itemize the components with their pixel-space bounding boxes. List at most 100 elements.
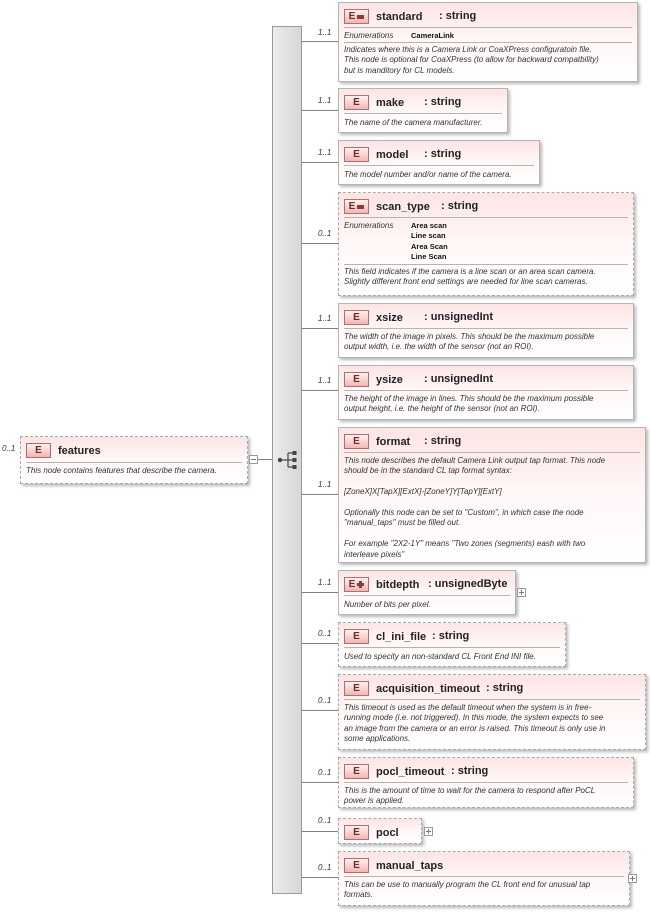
multiplicity-scan-type: 0..1	[318, 229, 332, 238]
description-line: Indicates where this is a Camera Link or…	[344, 45, 592, 54]
description-line: This node is optional for CoaXPress (to …	[344, 55, 599, 65]
element-type: : string	[424, 148, 462, 160]
element-name: standard	[376, 10, 423, 23]
element-badge-icon: E	[344, 629, 369, 644]
enumerations-label: Enumerations	[344, 221, 394, 230]
description-line: output height, i.e. the height of the se…	[344, 404, 540, 414]
multiplicity-pocl-timeout: 0..1	[318, 768, 332, 777]
element-type: : string	[424, 435, 462, 447]
element-badge-icon: E	[344, 434, 369, 449]
description-line: This node describes the default Camera L…	[344, 456, 606, 465]
element-badge-icon: E	[344, 310, 369, 325]
expand-bitdepth-icon[interactable]	[517, 588, 526, 597]
description-line: Used to specity an non-standard CL Front…	[344, 652, 536, 661]
multiplicity-acquisition-timeout: 0..1	[318, 696, 332, 705]
multiplicity-pocl: 0..1	[318, 816, 332, 825]
description-line: The height of the image in lines. This s…	[344, 394, 594, 403]
multiplicity-bitdepth: 1..1	[318, 578, 332, 587]
element-name: make	[376, 96, 405, 109]
multiplicity-cl-ini-file: 0..1	[318, 629, 332, 638]
element-format[interactable]: E format : string This node describes th…	[338, 427, 646, 563]
description-line: "manual_taps" must be filled out.	[344, 518, 461, 528]
multiplicity-ysize: 1..1	[318, 376, 332, 385]
description-line	[344, 498, 640, 508]
enum-value: Area scan	[411, 221, 447, 230]
element-name: bitdepth	[376, 578, 420, 591]
element-name: cl_ini_file	[376, 630, 427, 643]
description-line: output width, i.e. the width of the sens…	[344, 342, 534, 352]
element-name: format	[376, 435, 411, 448]
element-scan-type[interactable]: E scan_type : string Enumerations Area s…	[338, 192, 634, 296]
element-with-children-icon: E	[344, 577, 369, 592]
description-line: [ZoneX]X[TapX][ExtX]-[ZoneY]Y[TapY][ExtY…	[344, 487, 502, 497]
element-type: : string	[451, 765, 489, 777]
multiplicity-format: 1..1	[318, 480, 332, 489]
element-name: acquisition_timeout	[376, 682, 480, 695]
description-line: This can be use to manually program the …	[344, 880, 591, 889]
enum-value: CameraLink	[411, 31, 454, 40]
element-name: pocl_timeout	[376, 765, 445, 778]
element-manual-taps[interactable]: E manual_taps This can be use to manuall…	[338, 851, 630, 906]
element-name: manual_taps	[376, 859, 444, 872]
element-with-enum-icon: E	[344, 199, 369, 214]
sequence-compositor-icon	[277, 451, 297, 469]
element-pocl-timeout[interactable]: E pocl_timeout : string This is the amou…	[338, 757, 634, 808]
root-element-features[interactable]: E features This node contains features t…	[20, 436, 248, 484]
collapse-toggle-icon[interactable]	[249, 455, 258, 464]
element-type: : unsignedInt	[424, 373, 494, 385]
element-name: ysize	[376, 373, 403, 386]
description-line: This timeout is used as the default time…	[344, 703, 592, 712]
element-standard[interactable]: E standard : string Enumerations CameraL…	[338, 2, 638, 82]
element-type: : string	[441, 200, 479, 212]
element-badge-icon: E	[344, 95, 369, 110]
element-cl-ini-file[interactable]: E cl_ini_file : string Used to specity a…	[338, 622, 566, 667]
enum-value: Line scan	[411, 231, 446, 241]
description-line: an image from the camera or an error is …	[344, 723, 606, 733]
element-badge-icon: E	[26, 443, 51, 458]
element-model[interactable]: E model : string The model number and/or…	[338, 140, 540, 185]
element-name: model	[376, 148, 409, 161]
element-xsize[interactable]: E xsize : unsignedInt The width of the i…	[338, 303, 634, 358]
element-type: : string	[486, 682, 524, 694]
enumerations-label: Enumerations	[344, 31, 394, 40]
element-name: scan_type	[376, 200, 430, 213]
multiplicity-make: 1..1	[318, 96, 332, 105]
element-badge-icon: E	[344, 147, 369, 162]
description-line: The width of the image in pixels. This s…	[344, 332, 595, 341]
multiplicity-standard: 1..1	[318, 28, 332, 37]
description-line: For example "2X2-1Y" means "Two zones (s…	[344, 539, 586, 549]
element-badge-icon: E	[344, 825, 369, 840]
multiplicity-manual-taps: 0..1	[318, 863, 332, 872]
element-badge-icon: E	[344, 372, 369, 387]
element-badge-icon: E	[344, 681, 369, 696]
description-line: Number of bits per pixel.	[344, 600, 431, 609]
element-pocl[interactable]: E pocl	[338, 818, 422, 844]
element-type: : string	[424, 96, 462, 108]
multiplicity-xsize: 1..1	[318, 314, 332, 323]
element-type: : string	[432, 630, 470, 642]
expand-manual-taps-icon[interactable]	[628, 874, 637, 883]
element-name: xsize	[376, 311, 403, 324]
element-badge-icon: E	[344, 764, 369, 779]
element-name: features	[58, 444, 101, 457]
element-badge-icon: E	[344, 858, 369, 873]
description-line: running mode (i.e. not triggered). In th…	[344, 713, 604, 723]
description-line: interleave pixels"	[344, 549, 405, 559]
description-line: some applications.	[344, 734, 411, 744]
element-type: : unsignedInt	[424, 311, 494, 323]
root-multiplicity: 0..1	[2, 444, 16, 453]
enum-value: Line Scan	[411, 252, 447, 262]
description-line	[344, 477, 640, 487]
element-bitdepth[interactable]: E bitdepth : unsignedByte Number of bits…	[338, 570, 516, 615]
description-line: formats.	[344, 890, 373, 900]
element-ysize[interactable]: E ysize : unsignedInt The height of the …	[338, 365, 634, 420]
element-description: This node contains features that describ…	[26, 466, 217, 475]
element-with-enum-icon: E	[344, 9, 369, 24]
description-line: This field indicates if the camera is a …	[344, 267, 596, 276]
element-make[interactable]: E make : string The name of the camera m…	[338, 88, 508, 133]
description-line: Slightly different front end settings ar…	[344, 277, 588, 287]
description-line: Optionally this node can be set to "Cust…	[344, 508, 584, 517]
description-line: The model number and/or name of the came…	[344, 170, 512, 179]
element-acquisition-timeout[interactable]: E acquisition_timeout : string This time…	[338, 674, 646, 750]
expand-pocl-icon[interactable]	[424, 827, 433, 836]
